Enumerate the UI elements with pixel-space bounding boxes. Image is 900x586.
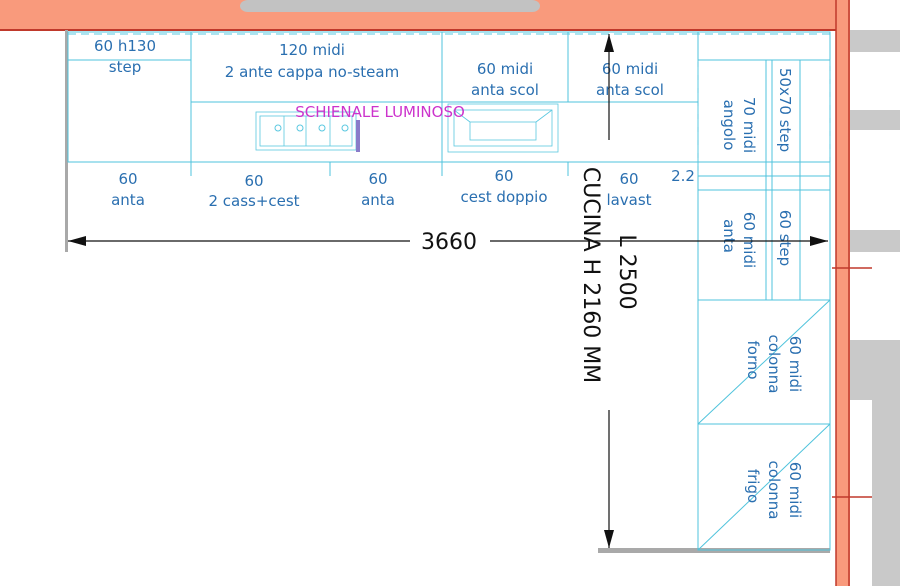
wall-cabinets (67, 31, 831, 163)
label-r-step2: 60 step (776, 210, 794, 266)
label-base-lavast: 60 (619, 170, 638, 188)
label-step-top-2: step (109, 58, 141, 76)
label-gap: 2.2 (671, 167, 695, 185)
label-backlight: SCHIENALE LUMINOSO (295, 103, 465, 121)
label-scol-2b: anta scol (596, 81, 664, 99)
label-r-anta-b: anta (720, 219, 738, 253)
label-base-cass-b: 2 cass+cest (208, 192, 299, 210)
label-scol-1b: anta scol (471, 81, 539, 99)
label-base-cest-b: cest doppio (460, 188, 547, 206)
right-wall-column (836, 0, 850, 586)
length-dimension (604, 34, 614, 548)
length-dimension-label: L 2500 (614, 234, 639, 309)
top-wall-recess (240, 0, 540, 12)
label-step-top: 60 h130 (94, 37, 156, 55)
base-cabinets (68, 161, 698, 176)
label-base-anta-2: 60 (368, 170, 387, 188)
right-units (697, 31, 831, 551)
label-r-angolo: 70 midi (740, 97, 758, 153)
kitchen-height-label: CUCINA H 2160 MM (578, 167, 603, 383)
sink (447, 103, 559, 153)
label-base-anta-1: 60 (118, 170, 137, 188)
right-wall-gray-4 (850, 340, 900, 400)
label-r-forno-b: colonna (765, 335, 783, 394)
label-r-frigo: 60 midi (786, 462, 804, 518)
label-r-frigo-b: colonna (765, 461, 783, 520)
right-wall-gray-2 (850, 110, 900, 130)
label-base-lavast-b: lavast (606, 191, 651, 209)
label-base-cass: 60 (244, 172, 263, 190)
label-r-anta: 60 midi (740, 212, 758, 268)
right-wall-gray-5 (872, 400, 900, 586)
left-wall-edge (65, 30, 68, 252)
label-r-forno: 60 midi (786, 336, 804, 392)
cooktop (255, 111, 360, 152)
width-dimension-label: 3660 (421, 230, 477, 255)
label-r-forno-c: forno (744, 340, 762, 379)
label-scol-1: 60 midi (477, 60, 533, 78)
label-r-frigo-c: frigo (744, 469, 762, 503)
label-hood-2: 2 ante cappa no-steam (225, 63, 399, 81)
width-dimension (68, 236, 828, 246)
right-wall-gray-3 (850, 230, 900, 252)
right-wall-gray-1 (850, 30, 900, 52)
label-base-cest: 60 (494, 167, 513, 185)
label-scol-2: 60 midi (602, 60, 658, 78)
label-hood: 120 midi (279, 41, 345, 59)
label-r-angolo-b: angolo (720, 100, 738, 151)
label-base-anta-2b: anta (361, 191, 395, 209)
label-r-step: 50x70 step (776, 68, 794, 152)
label-base-anta-1b: anta (111, 191, 145, 209)
